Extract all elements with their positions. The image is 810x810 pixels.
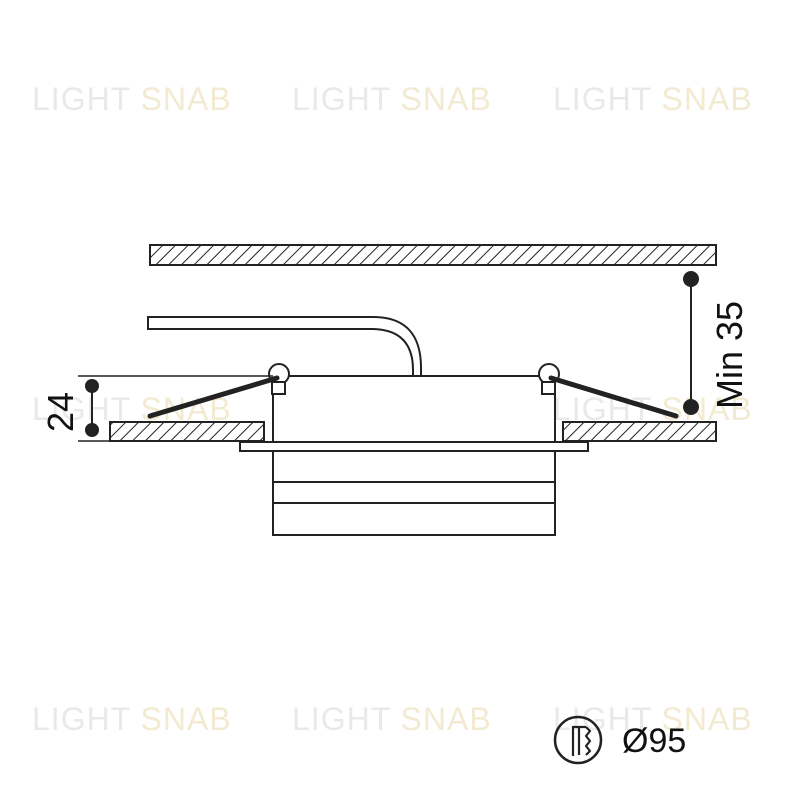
cutout-legend: Ø95 <box>553 715 686 765</box>
watermark: LIGHT SNAB <box>292 701 492 737</box>
dimension-clearance-label: Min 35 <box>709 301 750 409</box>
dimension-marker <box>85 379 99 393</box>
fixture-lens <box>272 450 556 536</box>
dimension-marker <box>683 399 699 415</box>
dimension-marker <box>683 271 699 287</box>
watermark: LIGHT SNAB <box>553 81 753 117</box>
fixture-bezel <box>239 441 589 452</box>
watermark: LIGHT SNAB <box>292 81 492 117</box>
fixture-body <box>239 375 589 536</box>
dimension-height-label: 24 <box>40 392 81 432</box>
spring-clip-right <box>538 363 679 419</box>
watermark: LIGHT SNAB <box>32 701 232 737</box>
fixture-housing <box>272 375 556 443</box>
dimension-marker <box>85 423 99 437</box>
ceiling-panel-left <box>109 421 265 442</box>
watermark: LIGHT SNAB <box>32 81 232 117</box>
watermark: LIGHT SNAB <box>553 701 753 737</box>
cutout-diameter-icon <box>553 715 603 765</box>
spring-clip-left <box>147 363 290 419</box>
ceiling-panel-right <box>562 421 717 442</box>
dimension-clearance: Min 35 <box>683 271 750 415</box>
cutout-diameter-label: Ø95 <box>622 722 686 760</box>
upper-slab <box>149 244 717 266</box>
dimension-height: 24 <box>40 375 273 442</box>
